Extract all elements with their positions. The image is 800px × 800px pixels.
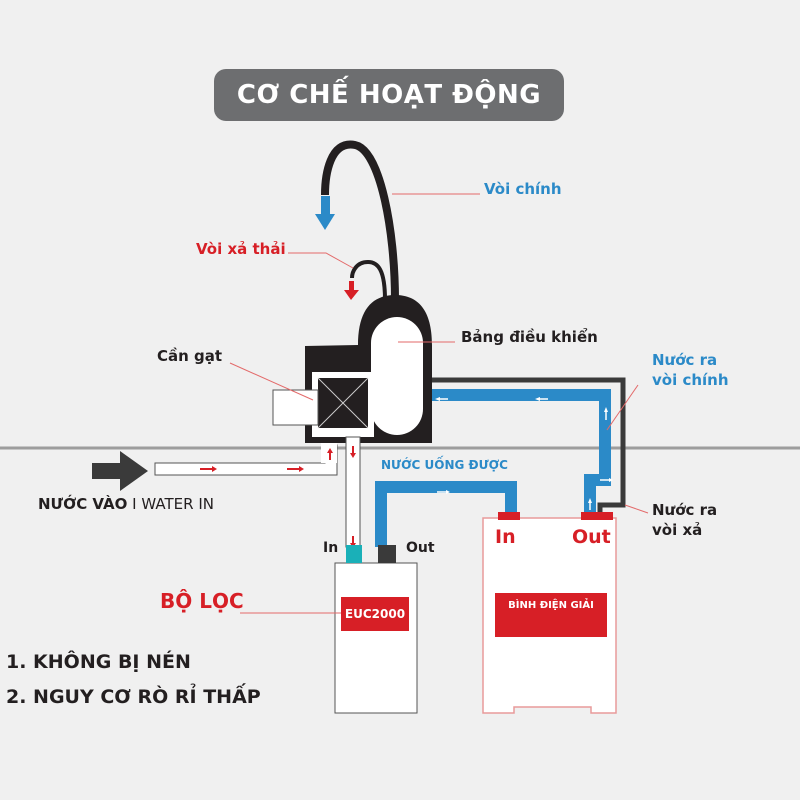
label-water-in-sep: I xyxy=(132,495,137,513)
label-ionizer-out: Out xyxy=(572,526,611,548)
leader-lever xyxy=(229,362,314,401)
water-in-arrow-head xyxy=(120,451,148,491)
label-control-panel: Bảng điều khiển xyxy=(461,328,598,346)
label-lever: Cần gạt xyxy=(157,347,223,365)
label-ionizer-in: In xyxy=(495,526,516,548)
title-badge: CƠ CHẾ HOẠT ĐỘNG xyxy=(214,69,564,121)
ionizer-in-port xyxy=(498,512,520,520)
filter-body xyxy=(334,562,418,714)
leader-waste-faucet xyxy=(288,252,354,269)
water-in-arrow-shaft xyxy=(92,463,122,479)
label-filter-title: BỘ LỌC xyxy=(160,589,244,613)
label-water-out-waste-line1: Nước ra xyxy=(652,501,718,519)
lever xyxy=(272,389,319,426)
label-water-in: NƯỚC VÀO I WATER IN xyxy=(38,495,214,513)
waste-faucet-spout xyxy=(350,259,387,301)
ionizer-out-port xyxy=(581,512,613,520)
label-water-in-en: WATER IN xyxy=(141,495,214,513)
filter-model-badge: EUC2000 xyxy=(341,597,409,631)
label-waste-faucet: Vòi xả thải xyxy=(196,240,286,258)
ionizer-name-badge: BÌNH ĐIỆN GIẢI xyxy=(495,593,607,637)
waste-outlet-pipe xyxy=(432,377,626,515)
label-water-out-waste-line2: vòi xả xyxy=(652,521,703,539)
drinkable-water-pipe xyxy=(375,481,517,547)
filter-in-port xyxy=(346,545,362,563)
leader-waste-outlet xyxy=(624,504,649,514)
waste-faucet-arrow-shaft xyxy=(349,281,354,293)
filter-out-port xyxy=(378,545,396,563)
main-faucet-spout xyxy=(321,140,399,301)
benefit-1: 1. KHÔNG BỊ NÉN xyxy=(6,651,191,673)
label-drinkable-water: NƯỚC UỐNG ĐƯỢC xyxy=(381,458,508,472)
label-water-out-main-line1: Nước ra xyxy=(652,351,718,369)
label-water-out-waste: Nước ra vòi xả xyxy=(652,500,717,540)
label-filter-out: Out xyxy=(406,540,435,556)
benefit-2: 2. NGUY CƠ RÒ RỈ THẤP xyxy=(6,686,261,708)
label-main-faucet: Vòi chính xyxy=(484,180,562,198)
label-water-out-main: Nước ra vòi chính xyxy=(652,350,729,390)
label-filter-in: In xyxy=(323,540,339,556)
waste-faucet-arrow-head xyxy=(344,290,359,300)
label-water-out-main-line2: vòi chính xyxy=(652,371,729,389)
label-water-in-vn: NƯỚC VÀO xyxy=(38,495,128,513)
main-faucet-flow-arrow-shaft xyxy=(321,196,330,216)
main-faucet-flow-arrow-head xyxy=(315,214,335,230)
main-outlet-pipe xyxy=(432,389,611,515)
control-panel xyxy=(371,317,423,435)
leader-main-outlet xyxy=(606,384,639,431)
